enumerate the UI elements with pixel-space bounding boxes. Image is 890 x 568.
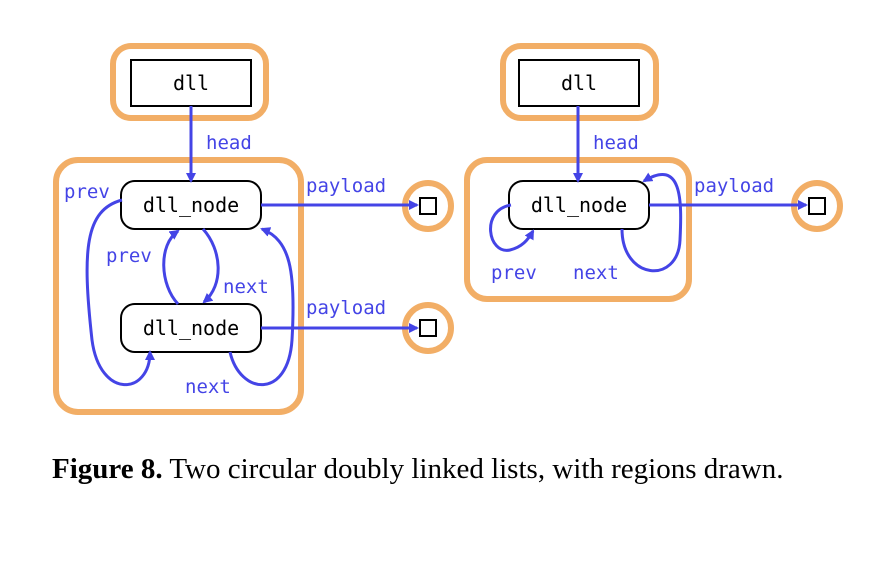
left-next-outer-edge [228,227,295,387]
left-next-inner-edge [201,227,220,304]
right-payload-box [808,197,826,215]
left-prev-inner-label: prev [106,245,152,267]
left-prev-outer-label: prev [64,181,110,203]
left-head-label: head [206,132,252,154]
left-prev-outer-edge [85,198,155,387]
left-payload-1-box [419,197,437,215]
figure-caption-text: Two circular doubly linked lists, with r… [162,453,784,485]
left-list: dll dll_node dll_node head prev prev nex… [53,43,454,415]
left-next-inner-label: next [223,276,269,298]
linked-list-diagram: dll dll_node dll_node head prev prev nex… [53,43,843,415]
right-prev-label: prev [491,262,537,284]
figure-caption: Figure 8. Two circular doubly linked lis… [52,450,852,488]
left-next-outer-label: next [185,376,231,398]
left-node-1-label: dll_node [143,193,239,217]
left-dll-label: dll [173,71,209,95]
right-dll-label: dll [561,71,597,95]
figure-label: Figure 8. [52,453,163,485]
right-payload-label: payload [694,175,774,197]
left-prev-inner-edge [162,229,180,306]
left-node-2-label: dll_node [143,316,239,340]
right-next-edge [620,172,683,273]
left-payload-2-label: payload [306,297,386,319]
right-node-label: dll_node [531,193,627,217]
right-next-label: next [573,262,619,284]
right-prev-edge [489,203,535,252]
left-nodes-region [53,157,304,415]
left-payload-1-label: payload [306,175,386,197]
right-head-label: head [593,132,639,154]
right-list: dll dll_node head prev next payload [464,43,843,302]
left-payload-2-box [419,319,437,337]
